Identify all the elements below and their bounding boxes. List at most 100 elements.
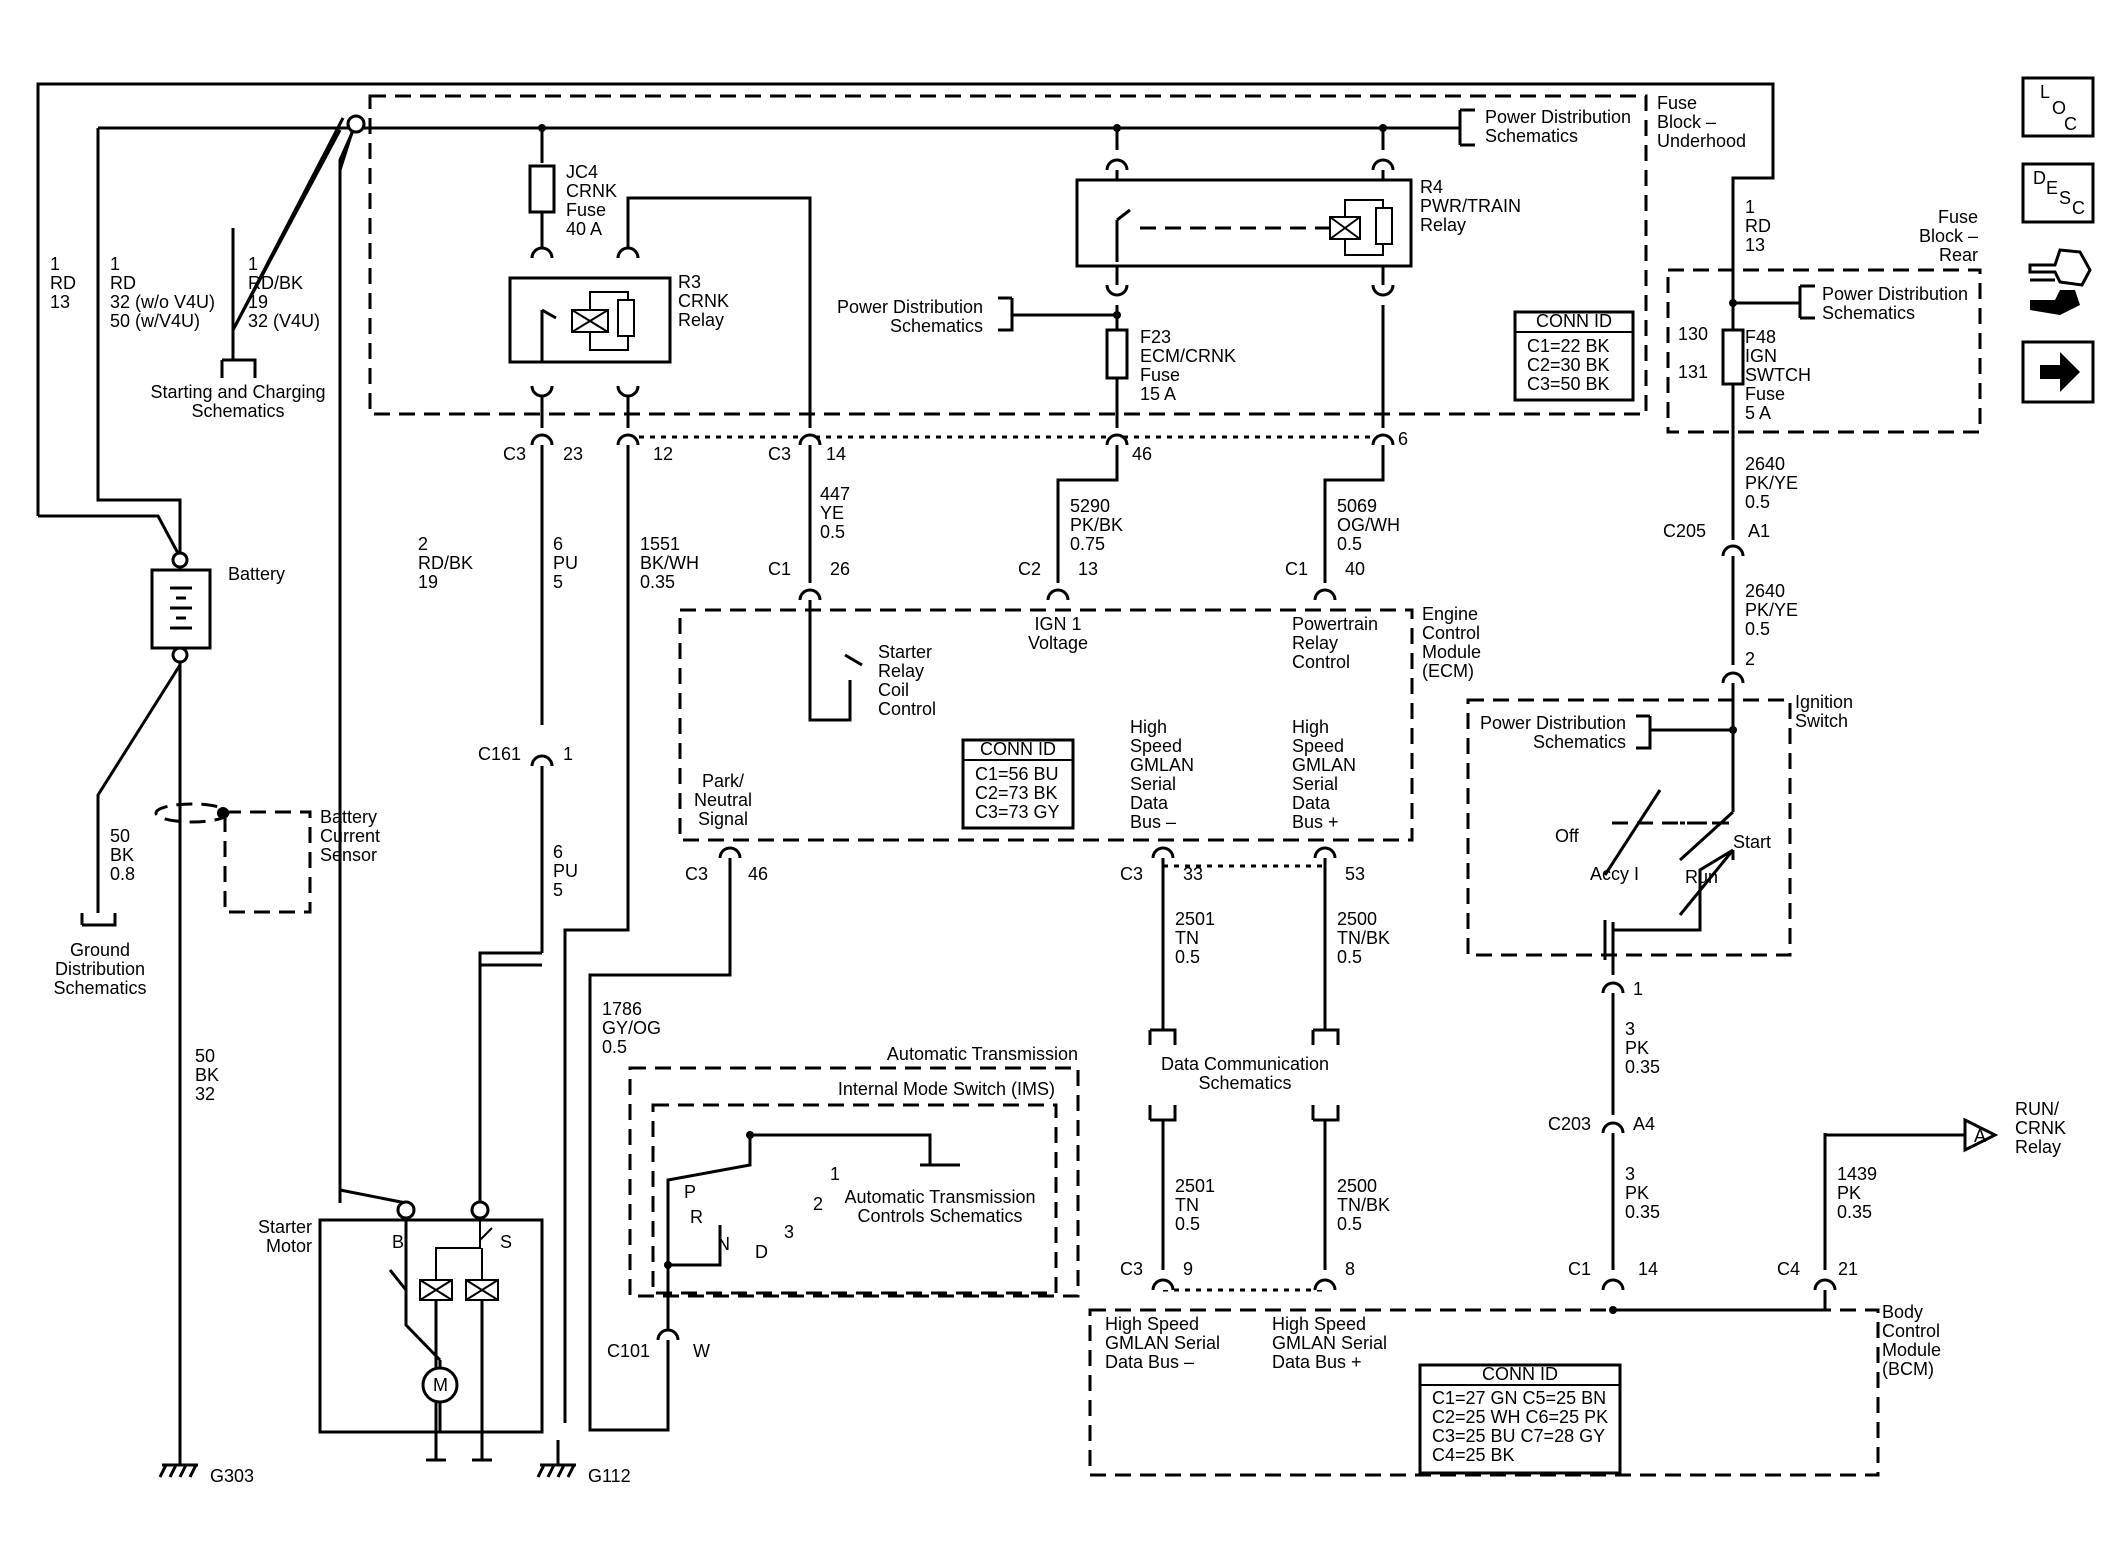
f23-label-line: Fuse bbox=[1140, 365, 1180, 385]
starter-term-s: S bbox=[500, 1232, 512, 1252]
fuse-block-rear-label-line: Fuse bbox=[1938, 207, 1978, 227]
wire-1439-line: 1439 bbox=[1837, 1164, 1877, 1184]
starter-motor-label-line: Motor bbox=[266, 1236, 312, 1256]
connectors bbox=[530, 158, 1837, 1341]
nav-desc-button[interactable] bbox=[2021, 162, 2095, 224]
fuse-block-underhood-box bbox=[368, 94, 1648, 416]
ecm-gm-minus-label-line: Data bbox=[1130, 793, 1169, 813]
ims-box bbox=[651, 1103, 1058, 1295]
reference-brackets bbox=[80, 108, 1815, 1122]
pin-46-top: 46 bbox=[1132, 444, 1152, 464]
conn-bcm-title: CONN ID bbox=[1482, 1364, 1558, 1384]
wire-5290-line: 5290 bbox=[1070, 496, 1110, 516]
wires bbox=[36, 82, 1965, 1465]
ecm-title-line: Engine bbox=[1422, 604, 1478, 624]
pin-40: 40 bbox=[1345, 559, 1365, 579]
ecm-title-line: (ECM) bbox=[1422, 661, 1474, 681]
wire-2500-b-line: 0.5 bbox=[1337, 1214, 1362, 1234]
conn-c1-14: C1 bbox=[1568, 1259, 1591, 1279]
ecm-starter-label-line: Control bbox=[878, 699, 936, 719]
f48-label-line: SWTCH bbox=[1745, 365, 1811, 385]
conn-c101: C101 bbox=[607, 1341, 650, 1361]
data-comm-label-line: Schematics bbox=[1198, 1073, 1291, 1093]
conn-ecm-title: CONN ID bbox=[980, 739, 1056, 759]
battery-label: Battery bbox=[228, 564, 285, 584]
wire-6pu-b-line: 6 bbox=[553, 842, 563, 862]
wire-1rd13-right-line: 13 bbox=[1745, 235, 1765, 255]
ground-g303: G303 bbox=[210, 1466, 254, 1486]
wire-6pu-a-line: 5 bbox=[553, 572, 563, 592]
wire-5069-line: OG/WH bbox=[1337, 515, 1400, 535]
ims-n: N bbox=[717, 1234, 730, 1254]
r4-label-line: Relay bbox=[1420, 215, 1466, 235]
wire-5069-line: 5069 bbox=[1337, 496, 1377, 516]
wrench-icon[interactable] bbox=[2028, 248, 2092, 315]
power-dist-2-label-line: Schematics bbox=[890, 316, 983, 336]
conn-bcm-lines-line: C4=25 BK bbox=[1432, 1445, 1515, 1465]
pin-14-bcm: 14 bbox=[1638, 1259, 1658, 1279]
power-dist-3-label-line: Schematics bbox=[1822, 303, 1915, 323]
bcm-gm-minus-label-line: Data Bus – bbox=[1105, 1352, 1194, 1372]
nav-loc-letters-line: O bbox=[2052, 98, 2066, 118]
ign-switch-label-line: Switch bbox=[1795, 711, 1848, 731]
wire-3pk-a-line: 3 bbox=[1625, 1019, 1635, 1039]
ground-dist-label-line: Distribution bbox=[55, 959, 145, 979]
starting-charging-label-line: Schematics bbox=[191, 401, 284, 421]
nav-loc-button[interactable] bbox=[2021, 76, 2095, 138]
f48-fuse-symbol bbox=[1721, 328, 1745, 386]
pin-a1: A1 bbox=[1748, 521, 1770, 541]
pin-46: 46 bbox=[748, 864, 768, 884]
battery-sensor-label-line: Current bbox=[320, 826, 380, 846]
power-dist-4-label-line: Schematics bbox=[1533, 732, 1626, 752]
r4-label-line: R4 bbox=[1420, 177, 1443, 197]
power-dist-2-label-line: Power Distribution bbox=[837, 297, 983, 317]
r4-label-line: PWR/TRAIN bbox=[1420, 196, 1521, 216]
bcm-gm-minus-label-line: High Speed bbox=[1105, 1314, 1199, 1334]
components bbox=[150, 114, 1999, 1460]
conn-c3-46: C3 bbox=[685, 864, 708, 884]
wire-1786-line: GY/OG bbox=[602, 1018, 661, 1038]
conn-c3-9: C3 bbox=[1120, 1259, 1143, 1279]
conn-id-bcm bbox=[1418, 1363, 1622, 1475]
jc4-label-line: CRNK bbox=[566, 181, 617, 201]
next-arrow-button[interactable] bbox=[2021, 340, 2095, 404]
starter-motor-label-line: Starter bbox=[258, 1217, 312, 1237]
conn-c1-26: C1 bbox=[768, 559, 791, 579]
conn-underhood-lines-line: C3=50 BK bbox=[1527, 374, 1610, 394]
wire-50bk-a-line: 50 bbox=[110, 826, 130, 846]
pin-1-c161: 1 bbox=[563, 744, 573, 764]
ecm-prc-label-line: Powertrain bbox=[1292, 614, 1378, 634]
wire-6pu-b-line: 5 bbox=[553, 880, 563, 900]
ecm-park-label-line: Neutral bbox=[694, 790, 752, 810]
wire-1rdbk-line: 19 bbox=[248, 292, 268, 312]
ecm-gm-minus-label-line: Serial bbox=[1130, 774, 1176, 794]
jc4-label-line: JC4 bbox=[566, 162, 598, 182]
ims-3: 3 bbox=[784, 1222, 794, 1242]
wire-50bk-b-line: 32 bbox=[195, 1084, 215, 1104]
conn-bcm-lines-line: C1=27 GN C5=25 BN bbox=[1432, 1388, 1606, 1408]
